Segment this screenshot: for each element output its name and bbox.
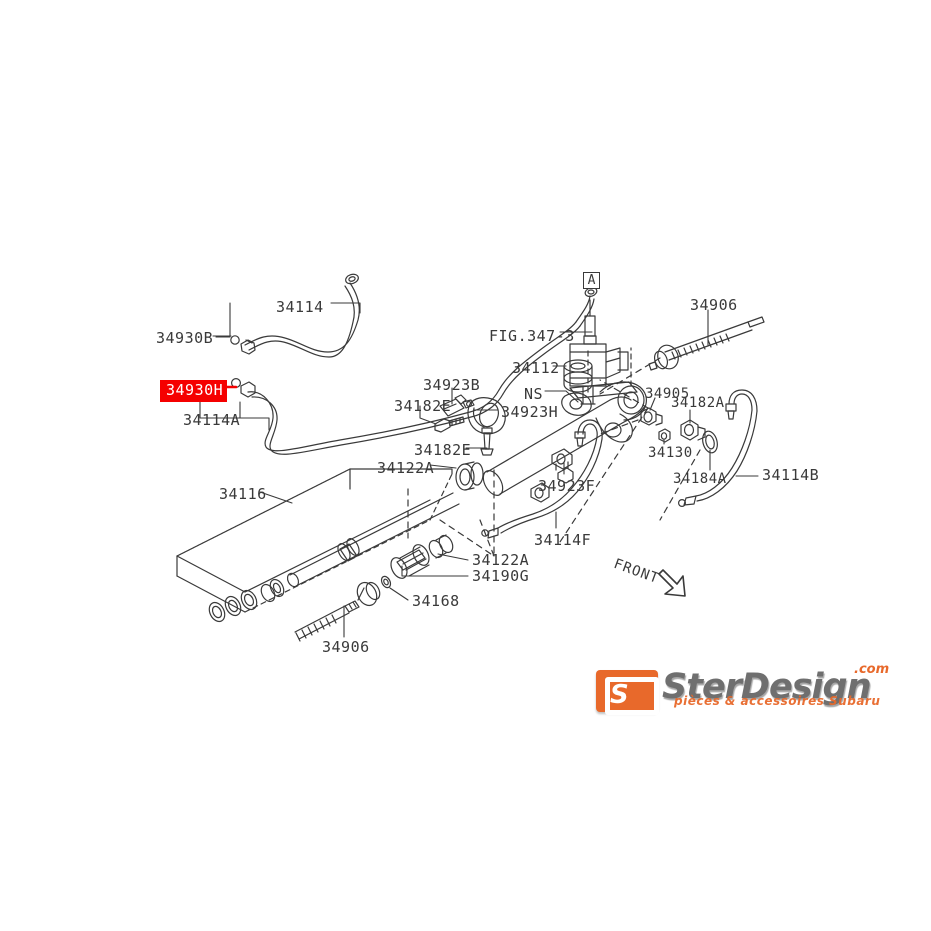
part-label-34130: 34130 (648, 445, 693, 461)
part-label-34122a-left: 34122A (377, 459, 435, 477)
leader-lines (199, 302, 759, 638)
watermark-logo: S SterDesign .com pièces & accessoires S… (596, 662, 889, 722)
hardware-group-right (640, 407, 718, 454)
part-label-34168: 34168 (412, 592, 460, 610)
part-34906-tie-rod-right (648, 316, 765, 371)
part-label-34182a: 34182A (671, 395, 725, 411)
front-direction-arrow (658, 569, 686, 597)
part-label-34905: 34905 (645, 386, 690, 402)
part-34112-bushing (563, 359, 593, 393)
part-label-fig-347-3: FIG.347-3 (489, 327, 575, 345)
part-label-34116: 34116 (219, 485, 267, 503)
part-label-34923h: 34923H (501, 403, 559, 421)
reference-marker-a: A (583, 272, 600, 289)
part-label-34114f: 34114F (534, 531, 592, 549)
clamp-group-34923 (434, 394, 506, 456)
part-label-34906-lower: 34906 (322, 638, 370, 656)
hose-34114b (677, 389, 758, 508)
part-label-34114a: 34114A (183, 411, 241, 429)
part-label-34114: 34114 (276, 298, 324, 316)
hose-34114a (231, 286, 598, 455)
hose-34114 (230, 273, 360, 358)
logo-tagline: pièces & accessoires Subaru (674, 694, 881, 708)
alignment-dashes (407, 347, 701, 557)
part-label-34923b: 34923B (423, 376, 481, 394)
logo-badge-letter: S (610, 680, 629, 710)
hose-34114f (481, 419, 603, 539)
highlighted-part-number[interactable]: 34930H (160, 380, 228, 402)
part-label-34112: 34112 (512, 359, 560, 377)
assembly-34116-group (176, 468, 460, 642)
part-label-34182e-lower: 34182E (414, 441, 472, 459)
logo-badge-icon: S (596, 670, 659, 715)
part-label-34930b: 34930B (156, 329, 214, 347)
logo-domain-text: .com (854, 662, 890, 677)
part-label-34190g: 34190G (472, 567, 530, 585)
part-label-34184a: 34184A (673, 471, 727, 487)
part-label-34923f: 34923F (538, 477, 596, 495)
part-label-34182e-upper: 34182E (394, 397, 452, 415)
part-label-34906-upper: 34906 (690, 296, 738, 314)
part-label-34114b: 34114B (762, 466, 820, 484)
rack-clamp-b (557, 467, 574, 484)
part-label-34122a-right: 34122A (472, 551, 530, 569)
steering-column-assembly-fig347-3 (569, 299, 629, 405)
rack-housing (482, 381, 647, 496)
part-34923f-clamp (551, 448, 573, 471)
rack-small-clamp (530, 482, 550, 503)
logo-brand-text: SterDesign (662, 667, 872, 707)
part-label-ns: NS (524, 385, 544, 403)
part-34122a-boot-left (455, 461, 484, 491)
